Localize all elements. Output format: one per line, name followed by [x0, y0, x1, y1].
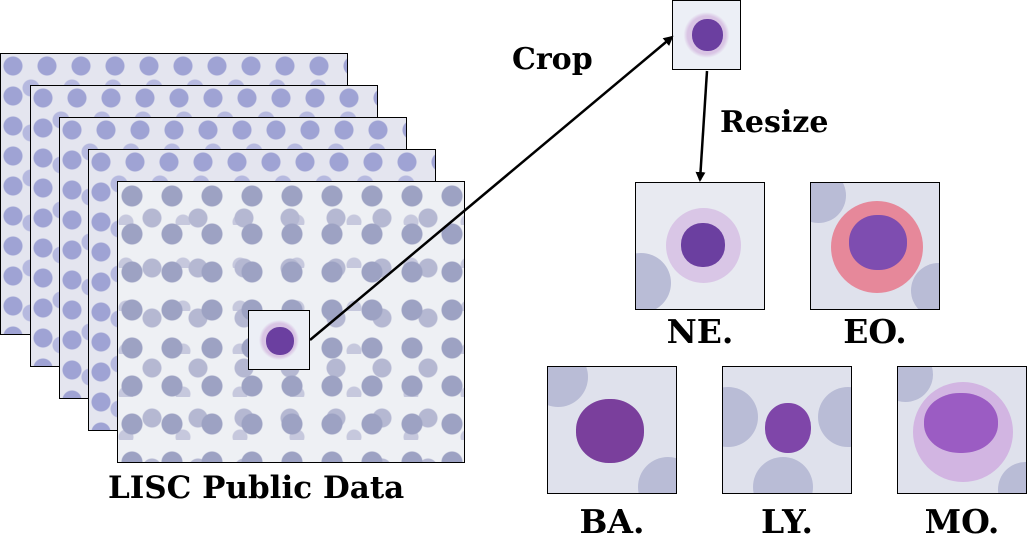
rbc-shape — [998, 462, 1026, 493]
rbc-shape — [548, 367, 588, 407]
rbc-shape — [723, 387, 758, 447]
lymphocyte-nucleus — [765, 403, 811, 453]
slide-front — [117, 181, 465, 463]
crop-region-nucleus — [266, 327, 294, 355]
dataset-label: LISC Public Data — [108, 470, 405, 506]
rbc-shape — [818, 387, 851, 447]
eosinophil-thumbnail — [810, 182, 940, 310]
rbc-shape — [753, 457, 813, 493]
neutrophil-nucleus — [681, 223, 725, 267]
rbc-shape — [638, 457, 676, 493]
rbc-shape — [636, 253, 671, 309]
class-label-ne: NE. — [666, 312, 734, 351]
lymphocyte-thumbnail — [722, 366, 852, 494]
crop-region — [248, 310, 310, 370]
basophil-thumbnail — [547, 366, 677, 494]
basophil-nucleus — [576, 399, 644, 463]
resize-label: Resize — [720, 105, 829, 140]
crop-label: Crop — [512, 42, 593, 77]
class-label-ly: LY. — [761, 502, 813, 541]
cropped-cell — [672, 0, 741, 70]
crop-arrow — [309, 35, 674, 341]
class-label-eo: EO. — [843, 312, 907, 351]
resize-arrow — [695, 70, 709, 182]
neutrophil-thumbnail — [635, 182, 765, 310]
monocyte-nucleus — [924, 393, 998, 453]
class-label-mo: MO. — [924, 502, 1000, 541]
monocyte-thumbnail — [897, 366, 1027, 494]
class-label-ba: BA. — [579, 502, 645, 541]
cropped-cell-nucleus — [692, 19, 723, 51]
eosinophil-nucleus — [849, 215, 907, 270]
